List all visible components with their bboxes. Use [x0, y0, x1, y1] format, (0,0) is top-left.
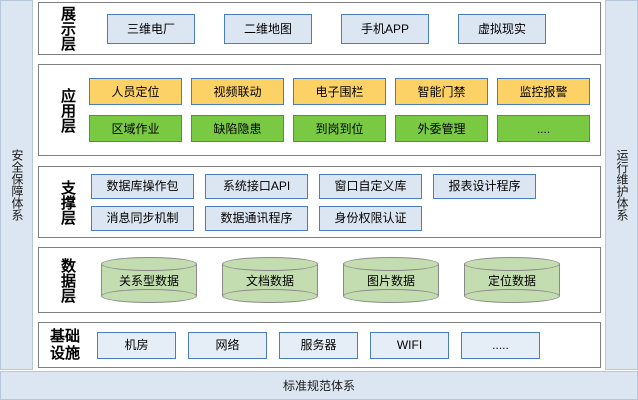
cylinder-top: [343, 257, 439, 271]
layer-presentation-row-1: 三维电厂 二维地图 手机APP 虚拟现实: [95, 13, 594, 44]
node-document-data[interactable]: 文档数据: [222, 257, 318, 303]
cylinder-bottom: [464, 289, 560, 303]
node-image-data-label: 图片数据: [366, 273, 415, 288]
layer-support-row-2: 消息同步机制 数据通讯程序 身份权限认证: [91, 205, 594, 231]
node-wifi[interactable]: WIFI: [370, 331, 449, 359]
node-surveillance-alarm[interactable]: 监控报警: [497, 78, 590, 105]
node-mobile-app[interactable]: 手机APP: [341, 13, 429, 44]
node-infrastructure-more[interactable]: .....: [461, 331, 540, 359]
layer-presentation-label: 展示层: [59, 6, 76, 51]
node-area-operation[interactable]: 区域作业: [89, 115, 182, 142]
layer-application-label: 应用层: [59, 87, 76, 133]
node-window-custom-library[interactable]: 窗口自定义库: [319, 173, 422, 199]
layer-application: 应用层 人员定位 视频联动 电子围栏 智能门禁 监控报警 区域作业 缺陷隐患 到…: [38, 64, 601, 156]
layer-application-row-1: 人员定位 视频联动 电子围栏 智能门禁 监控报警: [89, 78, 594, 105]
node-relational-data[interactable]: 关系型数据: [101, 257, 197, 303]
node-2d-map[interactable]: 二维地图: [224, 13, 312, 44]
node-electronic-fence[interactable]: 电子围栏: [293, 78, 386, 105]
layer-data-label: 数据层: [59, 257, 76, 303]
layer-support-body: 数据库操作包 系统接口API 窗口自定义库 报表设计程序 消息同步机制 数据通讯…: [91, 167, 594, 237]
layer-infrastructure-body: 机房 网络 服务器 WIFI .....: [93, 323, 594, 367]
node-positioning-data-label: 定位数据: [487, 273, 536, 288]
node-machine-room[interactable]: 机房: [97, 331, 176, 359]
layer-support: 支撑层 数据库操作包 系统接口API 窗口自定义库 报表设计程序 消息同步机制 …: [38, 166, 601, 238]
cylinder-top: [101, 257, 197, 271]
cylinder-bottom: [343, 289, 439, 303]
layer-data-row-1: 关系型数据 文档数据 图片数据 定: [97, 257, 594, 303]
layer-infrastructure-row-1: 机房 网络 服务器 WIFI .....: [93, 331, 594, 359]
node-report-design-program[interactable]: 报表设计程序: [433, 173, 536, 199]
node-data-communication-program[interactable]: 数据通讯程序: [205, 205, 308, 231]
sidebar-right-operation-maintenance: 运行维护体系: [605, 0, 638, 370]
sidebar-left-label: 安全保障体系: [10, 149, 24, 221]
layer-support-label-wrap: 支撑层: [49, 167, 85, 237]
cylinder-bottom: [101, 289, 197, 303]
layer-application-row-2: 区域作业 缺陷隐患 到岗到位 外委管理 ....: [89, 115, 594, 142]
node-document-data-label: 文档数据: [245, 273, 294, 288]
node-defect-hazard[interactable]: 缺陷隐患: [191, 115, 284, 142]
cylinder-top: [464, 257, 560, 271]
node-application-more[interactable]: ....: [497, 115, 590, 142]
node-virtual-reality[interactable]: 虚拟现实: [458, 13, 546, 44]
node-identity-permission-auth[interactable]: 身份权限认证: [319, 205, 422, 231]
layer-data-body: 关系型数据 文档数据 图片数据 定: [97, 248, 594, 312]
node-smart-access-control[interactable]: 智能门禁: [395, 78, 488, 105]
layer-support-row-1: 数据库操作包 系统接口API 窗口自定义库 报表设计程序: [91, 173, 594, 199]
node-outsourcing-management[interactable]: 外委管理: [395, 115, 488, 142]
layer-infrastructure-label-wrap: 基础设施: [47, 323, 83, 367]
node-positioning-data[interactable]: 定位数据: [464, 257, 560, 303]
node-message-sync-mechanism[interactable]: 消息同步机制: [91, 205, 194, 231]
layer-infrastructure: 基础设施 机房 网络 服务器 WIFI .....: [38, 322, 601, 368]
layer-infrastructure-label: 基础设施: [49, 328, 80, 362]
cylinder-bottom: [222, 289, 318, 303]
node-image-data[interactable]: 图片数据: [343, 257, 439, 303]
layer-application-body: 人员定位 视频联动 电子围栏 智能门禁 监控报警 区域作业 缺陷隐患 到岗到位 …: [89, 65, 594, 155]
sidebar-right-label: 运行维护体系: [615, 149, 629, 221]
node-3d-power-plant[interactable]: 三维电厂: [107, 13, 195, 44]
layer-presentation: 展示层 三维电厂 二维地图 手机APP 虚拟现实: [38, 2, 601, 55]
footer-standards-system: 标准规范体系: [0, 371, 638, 400]
node-video-linkage[interactable]: 视频联动: [191, 78, 284, 105]
node-network[interactable]: 网络: [188, 331, 267, 359]
footer-label: 标准规范体系: [282, 379, 355, 393]
layer-data-label-wrap: 数据层: [49, 248, 85, 312]
node-personnel-positioning[interactable]: 人员定位: [89, 78, 182, 105]
layer-application-label-wrap: 应用层: [49, 65, 85, 155]
layer-presentation-body: 三维电厂 二维地图 手机APP 虚拟现实: [95, 3, 594, 54]
node-system-interface-api[interactable]: 系统接口API: [205, 173, 308, 199]
node-relational-data-label: 关系型数据: [118, 273, 179, 288]
node-server[interactable]: 服务器: [279, 331, 358, 359]
sidebar-left-security-assurance: 安全保障体系: [0, 0, 33, 370]
cylinder-top: [222, 257, 318, 271]
layer-presentation-label-wrap: 展示层: [49, 3, 85, 54]
layer-data: 数据层 关系型数据 文档数据: [38, 247, 601, 313]
node-database-operation-package[interactable]: 数据库操作包: [91, 173, 194, 199]
node-on-duty-in-place[interactable]: 到岗到位: [293, 115, 386, 142]
layer-support-label: 支撑层: [59, 179, 76, 225]
